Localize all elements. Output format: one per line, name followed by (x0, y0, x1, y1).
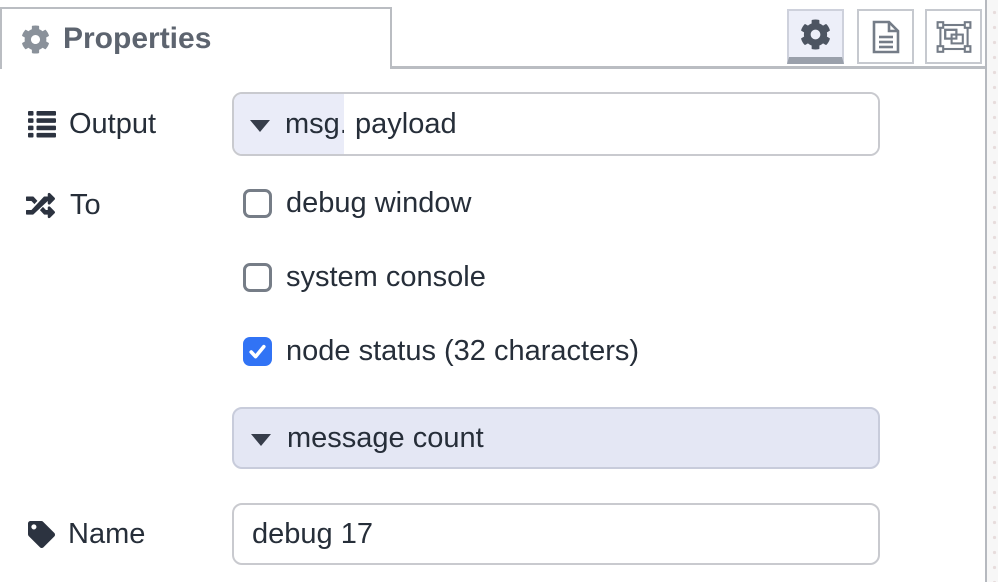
node-status-option[interactable]: node status (32 characters) (243, 335, 639, 367)
list-icon (28, 110, 56, 138)
debug-window-label: debug window (286, 186, 472, 219)
tabbar-divider (390, 66, 985, 69)
debug-window-option[interactable]: debug window (243, 187, 471, 219)
system-console-label: system console (286, 260, 486, 293)
checkmark-icon (247, 341, 268, 362)
gear-icon (21, 24, 50, 54)
tab-properties[interactable]: Properties (0, 7, 392, 69)
shuffle-icon (24, 191, 57, 220)
node-status-checkbox[interactable] (243, 336, 272, 366)
name-input[interactable] (232, 503, 880, 565)
appearance-tab-button[interactable] (925, 9, 982, 64)
caret-down-icon (250, 119, 270, 132)
file-text-icon (872, 20, 900, 54)
node-status-label: node status (32 characters) (286, 334, 640, 367)
editor-tabbar: Properties (0, 0, 985, 69)
output-type-label: msg. (285, 107, 348, 140)
to-label: To (26, 183, 101, 227)
output-label-text: Output (69, 107, 157, 140)
debug-window-checkbox[interactable] (243, 188, 272, 218)
output-type-dropdown[interactable]: msg. (234, 94, 348, 154)
status-type-dropdown[interactable]: message count (232, 407, 880, 469)
caret-down-icon (251, 433, 271, 446)
output-typed-input: msg. (232, 92, 880, 156)
object-group-icon (936, 20, 972, 53)
system-console-checkbox[interactable] (243, 262, 272, 292)
tab-properties-label: Properties (63, 22, 212, 55)
gear-icon (800, 18, 831, 50)
system-console-option[interactable]: system console (243, 261, 486, 293)
tag-icon (28, 520, 55, 548)
properties-tab-button[interactable] (787, 9, 844, 64)
name-label: Name (28, 503, 145, 565)
output-label: Output (28, 92, 156, 156)
name-label-text: Name (68, 517, 146, 550)
description-tab-button[interactable] (857, 9, 914, 64)
status-type-value: message count (287, 421, 484, 454)
to-label-text: To (70, 188, 101, 221)
workspace-grid-strip (985, 0, 998, 582)
output-property-input[interactable] (344, 94, 878, 154)
